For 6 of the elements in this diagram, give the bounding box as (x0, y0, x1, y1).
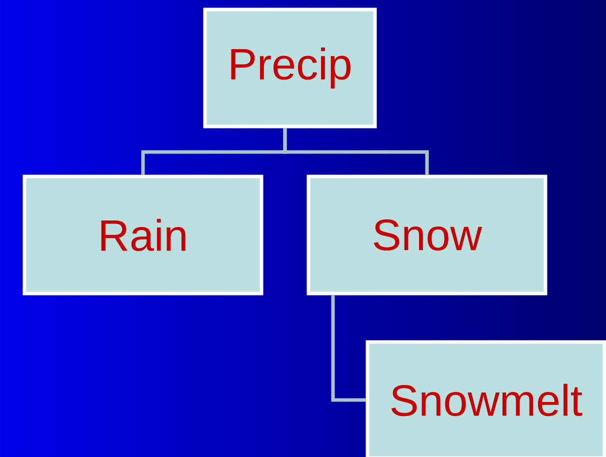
box: Precip (203, 8, 377, 128)
box: Snow (306, 174, 548, 296)
box: Snowmelt (366, 340, 606, 457)
connector-line (283, 128, 429, 175)
connector-line (331, 295, 366, 402)
box: Rain (22, 174, 264, 296)
